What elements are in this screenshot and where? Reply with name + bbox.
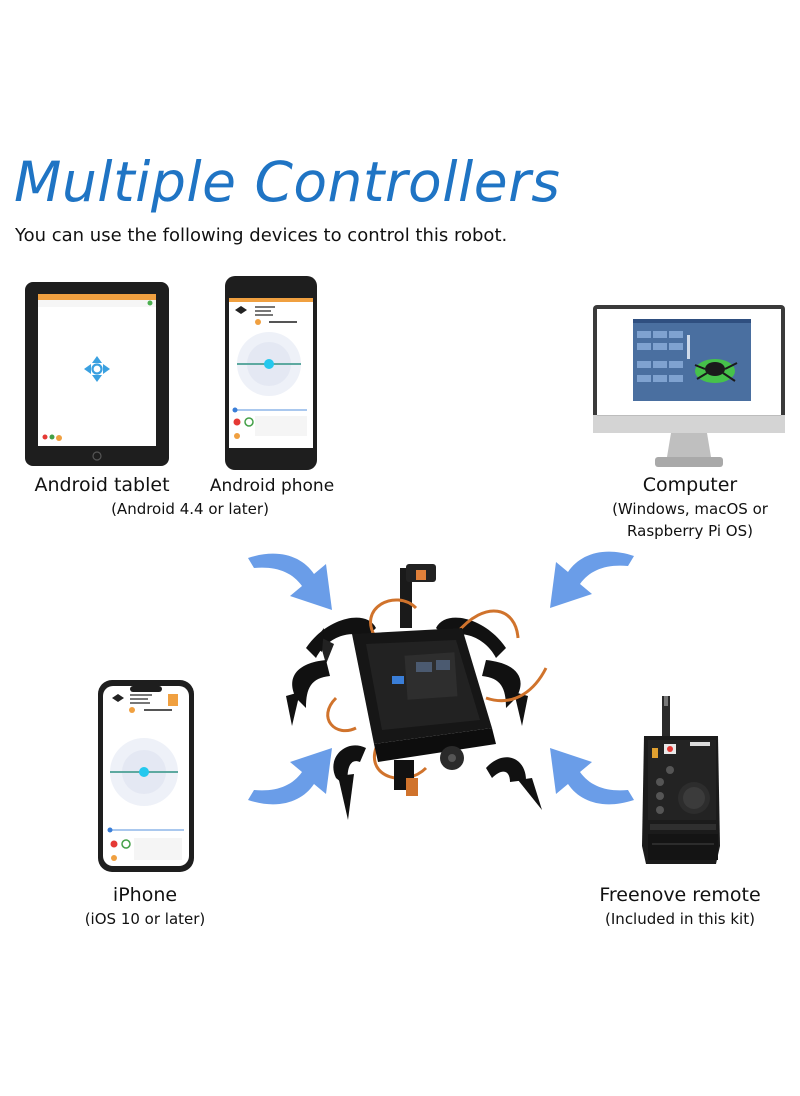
- joystick-icon: [678, 782, 710, 814]
- computer-note-line2: Raspberry Pi OS): [627, 522, 753, 540]
- computer-label: Computer (Windows, macOS or Raspberry Pi…: [592, 474, 788, 542]
- computer-image: [593, 305, 785, 471]
- button-icon: [656, 766, 674, 814]
- arrow-icon: [546, 742, 638, 810]
- arrow-icon: [546, 546, 638, 616]
- iphone-title: iPhone: [112, 884, 178, 906]
- android-phone-title: Android phone: [209, 476, 335, 496]
- color-wheel-icon: [110, 738, 178, 806]
- freenove-remote-image: [640, 696, 726, 868]
- android-phone-image: [225, 276, 317, 470]
- arrow-icon: [244, 742, 336, 810]
- android-version-note: (Android 4.4 or later): [111, 500, 269, 518]
- android-tablet-title: Android tablet: [34, 474, 170, 496]
- freenove-remote-label: Freenove remote (Included in this kit): [580, 884, 780, 930]
- page-subtitle: You can use the following devices to con…: [15, 225, 508, 246]
- freenove-remote-note: (Included in this kit): [605, 910, 755, 928]
- computer-note-line1: (Windows, macOS or: [612, 500, 768, 518]
- direction-pad-icon: [84, 356, 110, 382]
- iphone-note: (iOS 10 or later): [84, 910, 206, 928]
- arrow-icon: [244, 548, 336, 616]
- page-title: Multiple Controllers: [14, 150, 561, 214]
- hexapod-robot-image: [256, 548, 576, 838]
- iphone-label: iPhone (iOS 10 or later): [60, 884, 230, 930]
- computer-title: Computer: [642, 474, 738, 496]
- freenove-remote-title: Freenove remote: [599, 884, 761, 906]
- android-tablet-label: Android tablet: [20, 474, 184, 496]
- color-wheel-icon: [237, 332, 301, 396]
- android-phone-label: Android phone: [192, 476, 352, 496]
- robot-preview-icon: [694, 359, 738, 383]
- iphone-image: [98, 680, 194, 872]
- android-tablet-image: [25, 282, 169, 466]
